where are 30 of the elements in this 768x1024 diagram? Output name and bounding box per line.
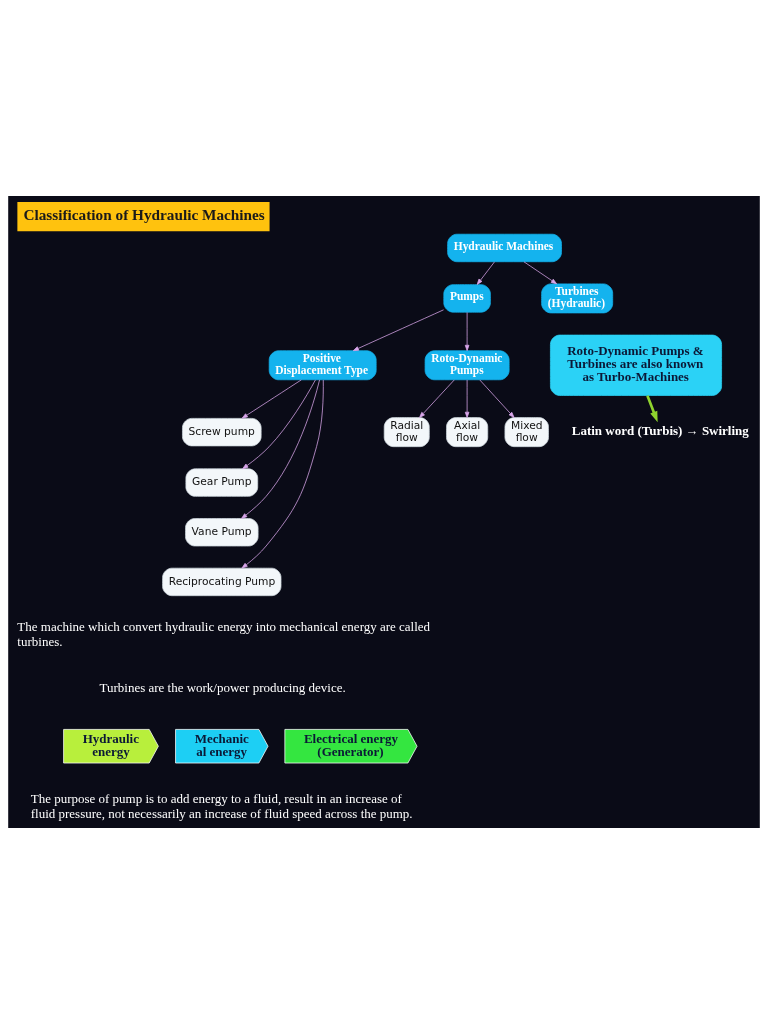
node-box: Roto-Dynamic Pumps & Turbines are also known as Turbo-Machines (550, 334, 722, 396)
label: The purpose of pump is to add energy to a fluid, result in an increase of fluid pressure, not necessarily an increase of fluid speed across the pump. (30, 791, 413, 821)
node-box: Turbines (Hydraulic) (541, 283, 614, 314)
arrow (646, 395, 658, 423)
arrow (476, 261, 495, 285)
arrow (523, 261, 557, 285)
node-box: Axial flow (446, 417, 489, 448)
node-box: Positive Displacement Type (268, 350, 377, 381)
arrow (242, 379, 316, 470)
label: Turbines are the work/power producing device. (99, 680, 346, 696)
node-box: Radial flow (383, 417, 430, 448)
node-box: Screw pump (182, 418, 262, 447)
arrow (352, 309, 444, 352)
arrow (241, 379, 320, 519)
node-box: Roto-Dynamic Pumps (424, 350, 510, 381)
diagram-title: Classification of Hydraulic Machines (23, 205, 265, 223)
arrow (479, 379, 515, 418)
node-box: Hydraulic Machines (447, 233, 562, 263)
arrow (464, 312, 470, 351)
arrow (464, 379, 470, 418)
arrow (241, 379, 324, 569)
arrow (241, 379, 302, 419)
node-box: Mixed flow (504, 417, 549, 448)
node-box: Gear Pump (185, 468, 259, 497)
node-box: Vane Pump (185, 518, 259, 547)
arrow (419, 379, 455, 418)
node-text: Latin word (Turbis) → Swirling (571, 422, 749, 438)
node-box: Reciprocating Pump (162, 567, 282, 597)
label: The machine which convert hydraulic energy into mechanical energy are called turbines. (17, 619, 431, 649)
node-box: Pumps (443, 284, 491, 313)
